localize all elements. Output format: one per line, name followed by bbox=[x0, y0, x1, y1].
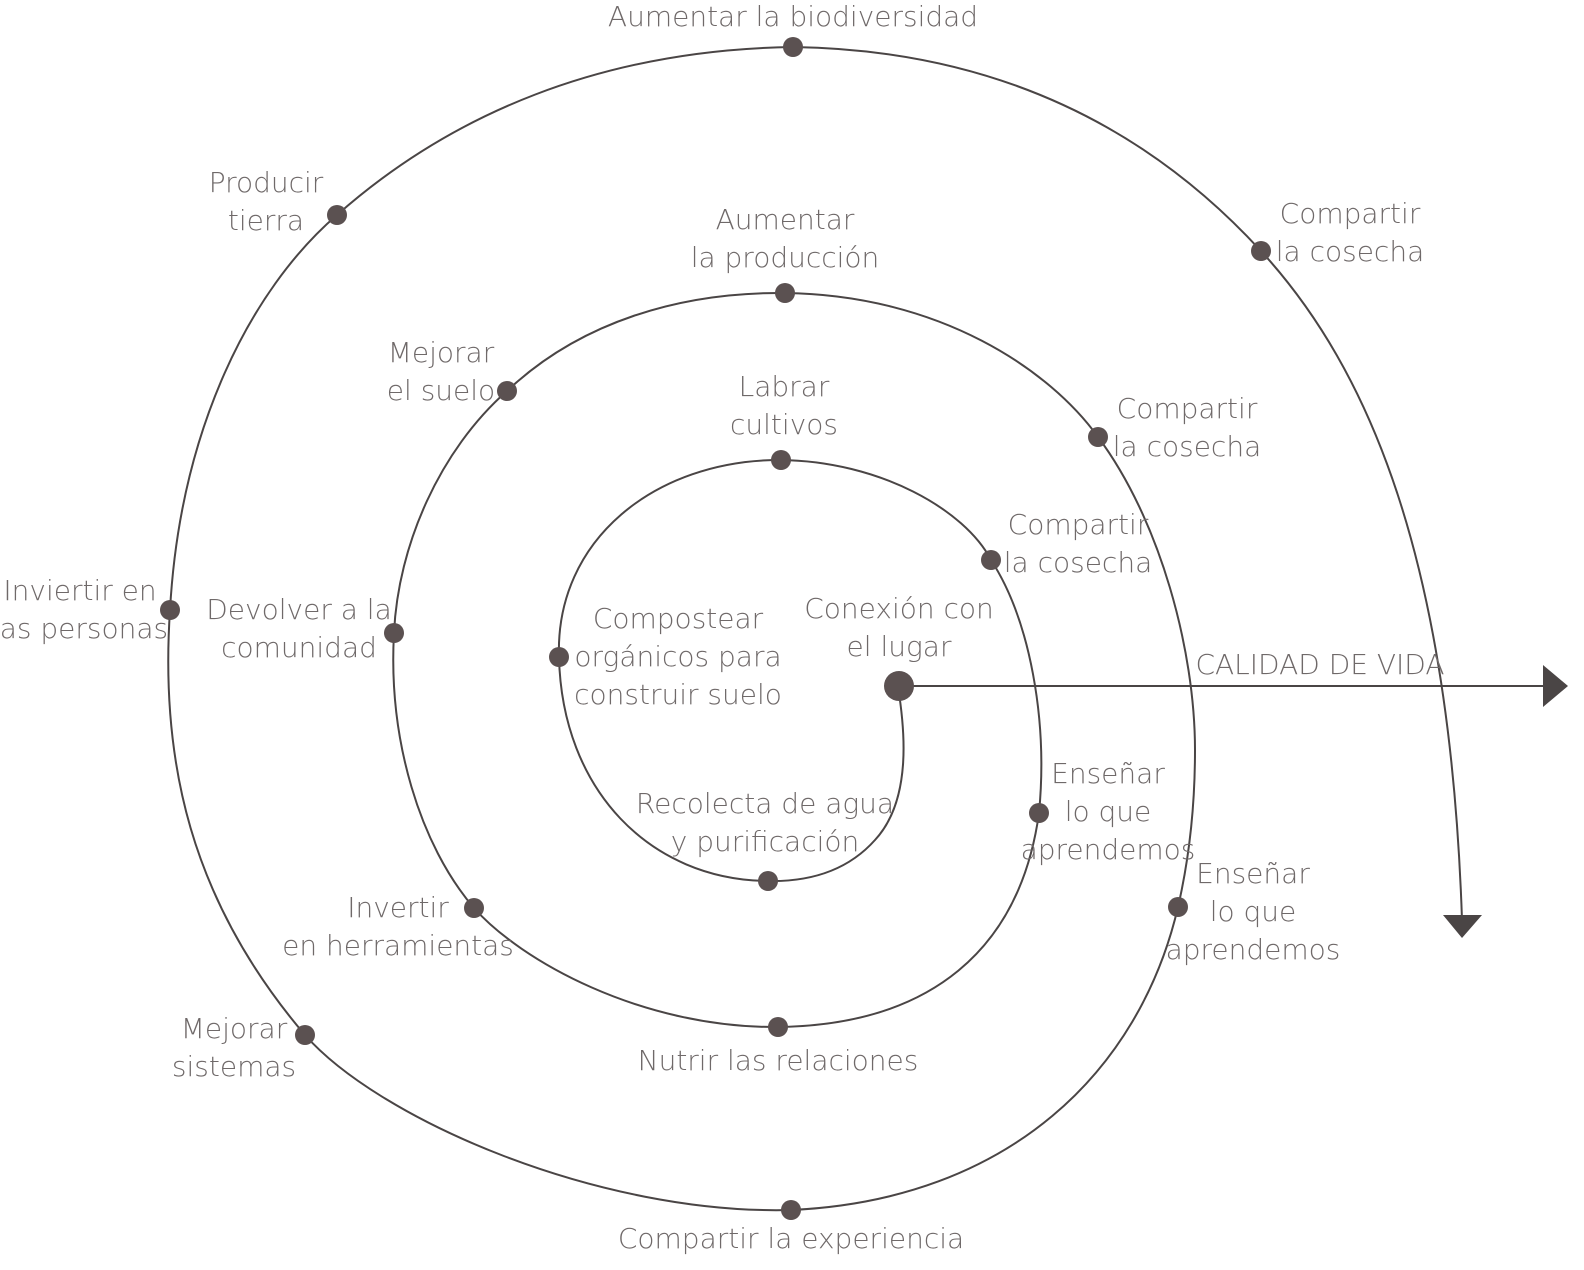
milestone-dot-ensenar-1 bbox=[1029, 803, 1049, 823]
milestone-label-devolver: Devolver a la comunidad bbox=[206, 593, 391, 664]
milestone-dot-devolver bbox=[384, 623, 404, 643]
milestone-label-mejorar-suelo: Mejorar el suelo bbox=[387, 336, 495, 407]
milestone-label-line: Recolecta de agua bbox=[636, 787, 894, 820]
milestone-label-line: la cosecha bbox=[1004, 546, 1152, 579]
milestone-label-line: Aumentar la biodiversidad bbox=[608, 0, 978, 33]
milestone-dot-mejorar-suelo bbox=[497, 381, 517, 401]
milestone-label-line: Devolver a la bbox=[206, 593, 391, 626]
milestone-label-line: en herramientas bbox=[282, 929, 514, 962]
milestone-label-line: tierra bbox=[228, 204, 304, 237]
milestone-label-compartir-3: Compartir la cosecha bbox=[1276, 197, 1424, 268]
milestone-label-producir-tierra: Producir tierra bbox=[209, 166, 324, 237]
milestone-label-line: Compartir la experiencia bbox=[618, 1222, 964, 1255]
milestone-dot-nutrir bbox=[768, 1017, 788, 1037]
milestone-label-line: la producción bbox=[691, 241, 880, 274]
milestone-dot-recolecta bbox=[758, 871, 778, 891]
milestone-label-line: Compostear bbox=[593, 602, 764, 635]
milestone-label-invertir-herramientas: Invertir en herramientas bbox=[282, 891, 514, 962]
milestone-label-line: cultivos bbox=[730, 408, 838, 441]
milestone-dot-compartir-experiencia bbox=[781, 1200, 801, 1220]
milestone-label-invertir-personas: Inviertir en las personas bbox=[0, 574, 168, 645]
milestone-dot-biodiversidad bbox=[783, 37, 803, 57]
milestone-label-center: Conexión con el lugar bbox=[804, 592, 994, 663]
milestone-dot-compartir-3 bbox=[1251, 241, 1271, 261]
milestone-label-labrar: Labrar cultivos bbox=[730, 370, 838, 441]
milestone-label-line: Compartir bbox=[1117, 392, 1258, 425]
milestone-label-line: lo que bbox=[1065, 795, 1152, 828]
milestone-label-line: Enseñar bbox=[1196, 857, 1310, 890]
milestone-label-line: Compartir bbox=[1280, 197, 1421, 230]
milestone-label-line: el lugar bbox=[847, 630, 952, 663]
milestone-label-compostear: Compostear orgánicos para construir suelo bbox=[574, 602, 782, 711]
milestone-label-line: Enseñar bbox=[1051, 757, 1165, 790]
milestone-dot-producir-tierra bbox=[327, 205, 347, 225]
milestone-label-line: aprendemos bbox=[1021, 833, 1196, 866]
milestone-label-line: Labrar bbox=[739, 370, 830, 403]
milestone-label-line: Aumentar bbox=[716, 203, 855, 236]
milestone-dot-ensenar-2 bbox=[1168, 897, 1188, 917]
milestone-label-line: Nutrir las relaciones bbox=[638, 1044, 919, 1077]
milestone-label-line: el suelo bbox=[387, 374, 495, 407]
milestone-label-recolecta: Recolecta de agua y purificación bbox=[636, 787, 894, 858]
milestone-label-ensenar-2: Enseñar lo que aprendemos bbox=[1166, 857, 1341, 966]
milestone-dot-aumentar-produccion bbox=[775, 283, 795, 303]
milestone-dot-invertir-personas bbox=[160, 600, 180, 620]
milestone-label-compartir-experiencia: Compartir la experiencia bbox=[618, 1222, 964, 1255]
milestone-label-line: Compartir bbox=[1008, 508, 1149, 541]
milestone-label-line: lo que bbox=[1210, 895, 1297, 928]
milestone-dot-compartir-1 bbox=[981, 550, 1001, 570]
milestone-label-line: la cosecha bbox=[1113, 430, 1261, 463]
milestone-dot-mejorar-sistemas bbox=[295, 1025, 315, 1045]
milestone-label-line: Mejorar bbox=[388, 336, 495, 369]
axis-arrowhead bbox=[1543, 665, 1568, 707]
milestone-dots bbox=[160, 37, 1271, 1220]
milestone-dot-compostear bbox=[549, 647, 569, 667]
milestone-label-line: Inviertir en bbox=[3, 574, 156, 607]
axis-label: CALIDAD DE VIDA bbox=[1195, 648, 1444, 681]
milestone-label-line: comunidad bbox=[221, 631, 377, 664]
center-dot bbox=[884, 671, 914, 701]
milestone-label-line: orgánicos para bbox=[574, 640, 781, 673]
milestone-label-aumentar-produccion: Aumentar la producción bbox=[691, 203, 880, 274]
milestone-label-line: Conexión con bbox=[804, 592, 994, 625]
spiral-arrowhead bbox=[1443, 915, 1482, 938]
milestone-label-compartir-1: Compartir la cosecha bbox=[1004, 508, 1152, 579]
milestone-label-nutrir: Nutrir las relaciones bbox=[638, 1044, 919, 1077]
milestone-label-compartir-2: Compartir la cosecha bbox=[1113, 392, 1261, 463]
milestone-label-line: y purificación bbox=[671, 825, 860, 858]
milestone-label-line: sistemas bbox=[172, 1050, 296, 1083]
milestone-dot-invertir-herramientas bbox=[464, 898, 484, 918]
milestone-label-line: aprendemos bbox=[1166, 933, 1341, 966]
milestone-label-line: Mejorar bbox=[181, 1012, 288, 1045]
milestone-dot-labrar bbox=[771, 450, 791, 470]
milestone-label-line: la cosecha bbox=[1276, 235, 1424, 268]
spiral-line bbox=[167, 45, 1463, 1212]
milestone-label-line: Producir bbox=[209, 166, 324, 199]
milestone-label-line: Invertir bbox=[347, 891, 449, 924]
milestone-label-line: las personas bbox=[0, 612, 168, 645]
milestone-label-biodiversidad: Aumentar la biodiversidad bbox=[608, 0, 978, 33]
milestone-dot-compartir-2 bbox=[1088, 427, 1108, 447]
milestone-label-mejorar-sistemas: Mejorar sistemas bbox=[172, 1012, 296, 1083]
milestone-label-ensenar-1: Enseñar lo que aprendemos bbox=[1021, 757, 1196, 866]
milestone-label-line: construir suelo bbox=[574, 678, 782, 711]
